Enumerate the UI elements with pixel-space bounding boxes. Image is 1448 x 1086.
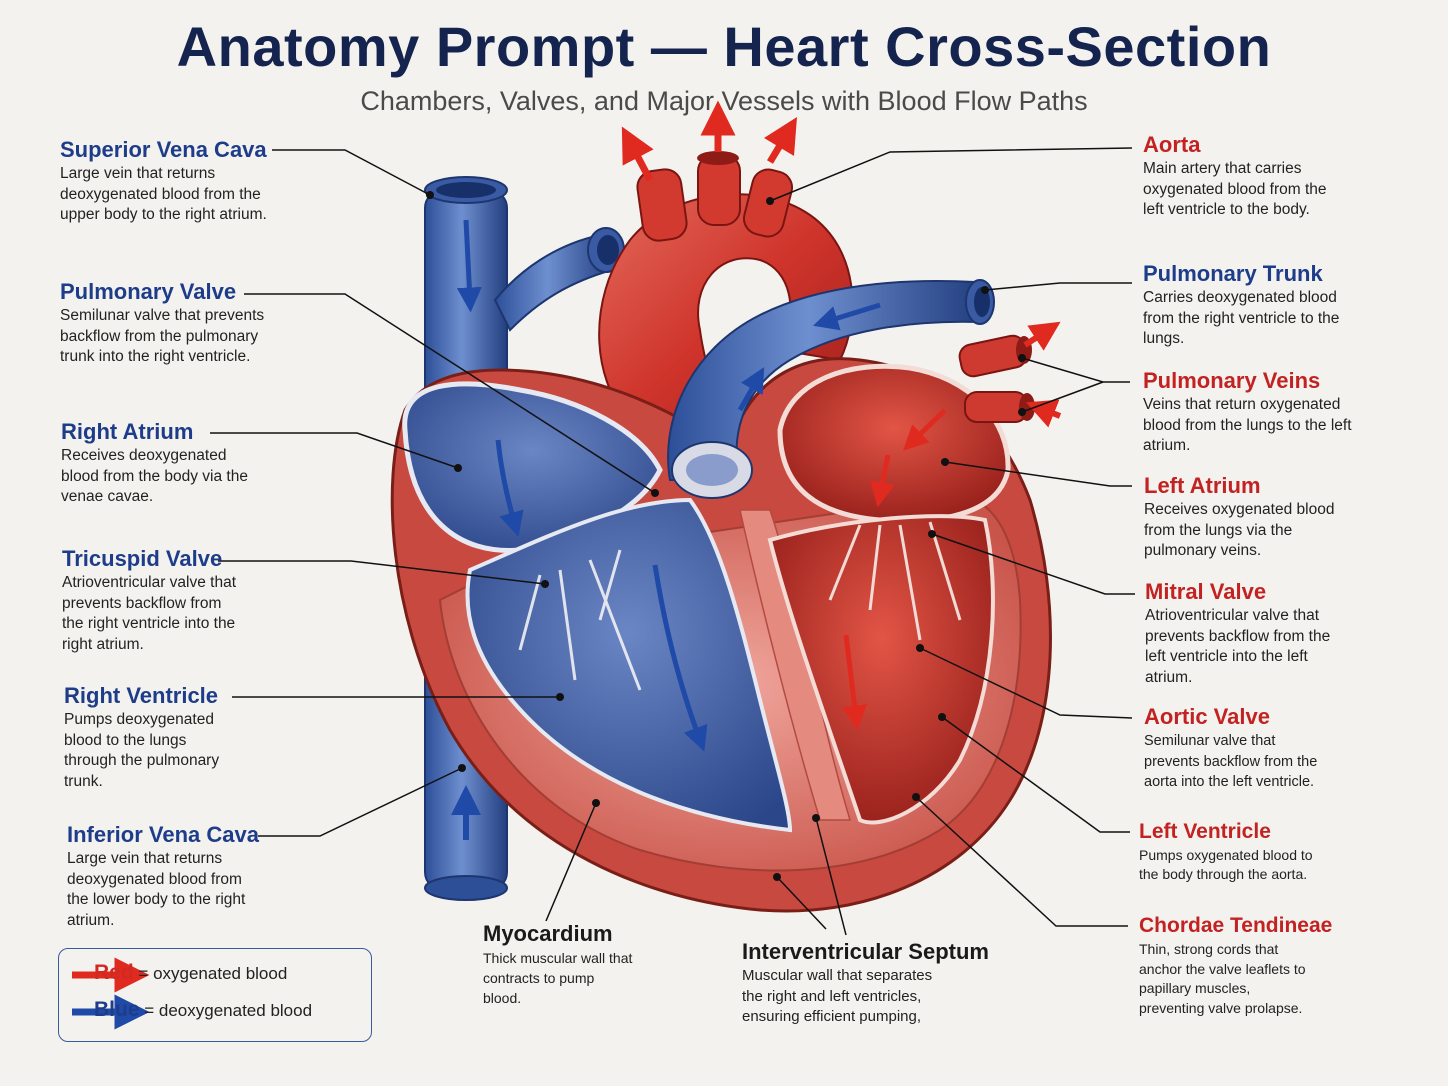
label-title: Right Ventricle <box>64 683 219 708</box>
label-title: Chordae Tendineae <box>1139 914 1333 937</box>
label-description: Receives deoxygenated blood from the bod… <box>61 447 248 505</box>
label-description: Large vein that returns deoxygenated blo… <box>60 165 267 223</box>
label-title: Mitral Valve <box>1145 579 1267 604</box>
label-title: Tricuspid Valve <box>62 546 223 571</box>
label-aorta: Aorta Main artery that carries oxygenate… <box>1143 131 1343 221</box>
label-description: Atrioventricular valve that prevents bac… <box>62 574 237 653</box>
label-description: Thick muscular wall that contracts to pu… <box>483 950 633 1006</box>
label-mitral-valve: Mitral Valve Atrioventricular valve that… <box>1145 578 1340 688</box>
label-title: Pulmonary Trunk <box>1143 261 1323 286</box>
legend-blue-word: Blue <box>94 998 140 1021</box>
leader-dots <box>426 191 1026 881</box>
legend-deoxygenated: Blue = deoxygenated blood <box>94 998 312 1022</box>
label-tricuspid-valve: Tricuspid Valve Atrioventricular valve t… <box>62 545 237 655</box>
label-title: Right Atrium <box>61 419 194 444</box>
label-right-atrium: Right Atrium Receives deoxygenated blood… <box>61 418 251 508</box>
label-description: Muscular wall that separates the right a… <box>742 967 933 1025</box>
label-description: Semilunar valve that prevents backflow f… <box>60 307 265 365</box>
label-aortic-valve: Aortic Valve Semilunar valve that preven… <box>1144 703 1319 793</box>
leader-lines <box>210 147 1135 936</box>
label-right-ventricle: Right Ventricle Pumps deoxygenated blood… <box>64 682 239 792</box>
aorta-flow-arrow <box>763 116 798 164</box>
label-title: Interventricular Septum <box>742 939 989 964</box>
label-chordae-tendineae: Chordae Tendineae Thin, strong cords tha… <box>1139 912 1332 1018</box>
deoxygenated-flow-arrows <box>451 219 881 840</box>
legend-red-word: Red <box>94 961 134 984</box>
label-inferior-vena-cava: Inferior Vena Cava Large vein that retur… <box>67 821 259 931</box>
legend-oxygenated: Red = oxygenated blood <box>94 961 287 985</box>
label-description: Large vein that returns deoxygenated blo… <box>67 850 246 929</box>
label-description: Pumps deoxygenated blood to the lungs th… <box>64 711 220 790</box>
page-title: Anatomy Prompt — Heart Cross-Section <box>176 15 1272 78</box>
label-pulmonary-valve: Pulmonary Valve Semilunar valve that pre… <box>60 278 290 368</box>
label-title: Aorta <box>1143 132 1201 157</box>
label-description: Receives oxygenated blood from the lungs… <box>1144 501 1335 559</box>
tricuspid-chordae <box>518 549 642 691</box>
label-description: Atrioventricular valve that prevents bac… <box>1145 607 1331 686</box>
label-description: Thin, strong cords that anchor the valve… <box>1139 941 1306 1016</box>
label-pulmonary-trunk: Pulmonary Trunk Carries deoxygenated blo… <box>1143 260 1358 350</box>
legend-blue-text: = deoxygenated blood <box>144 1001 313 1020</box>
label-title: Inferior Vena Cava <box>67 822 259 847</box>
label-myocardium: Myocardium Thick muscular wall that cont… <box>483 920 633 1008</box>
pulmonary-vein-arrow <box>1026 399 1062 428</box>
label-description: Semilunar valve that prevents backflow f… <box>1144 733 1318 790</box>
left-ventricle-chamber <box>767 514 995 825</box>
oxygenated-flow-arrows <box>842 408 947 731</box>
label-description: Pumps oxygenated blood to the body throu… <box>1139 847 1313 882</box>
label-description: Veins that return oxygenated blood from … <box>1143 396 1352 454</box>
label-title: Pulmonary Veins <box>1143 368 1321 393</box>
label-title: Superior Vena Cava <box>60 137 267 162</box>
label-title: Pulmonary Valve <box>60 279 237 304</box>
aorta-vessel <box>598 151 854 442</box>
label-left-ventricle: Left Ventricle Pumps oxygenated blood to… <box>1139 818 1314 883</box>
label-superior-vena-cava: Superior Vena Cava Large vein that retur… <box>60 136 290 226</box>
label-left-atrium: Left Atrium Receives oxygenated blood fr… <box>1144 472 1349 562</box>
label-interventricular-septum: Interventricular Septum Muscular wall th… <box>742 938 989 1028</box>
pulmonary-vein-arrow <box>1023 321 1061 351</box>
label-description: Carries deoxygenated blood from the righ… <box>1143 289 1340 347</box>
left-atrium-chamber <box>777 363 1011 524</box>
label-description: Main artery that carries oxygenated bloo… <box>1143 160 1327 218</box>
label-pulmonary-veins: Pulmonary Veins Veins that return oxygen… <box>1143 367 1358 457</box>
right-atrium-chamber <box>402 381 663 553</box>
label-title: Aortic Valve <box>1144 704 1270 729</box>
mitral-chordae <box>828 521 962 641</box>
label-title: Left Ventricle <box>1139 820 1271 843</box>
legend-red-text: = oxygenated blood <box>138 964 288 983</box>
label-title: Left Atrium <box>1144 473 1261 498</box>
aorta-flow-arrow <box>621 126 654 182</box>
color-legend <box>58 948 372 1042</box>
label-title: Myocardium <box>483 921 613 946</box>
